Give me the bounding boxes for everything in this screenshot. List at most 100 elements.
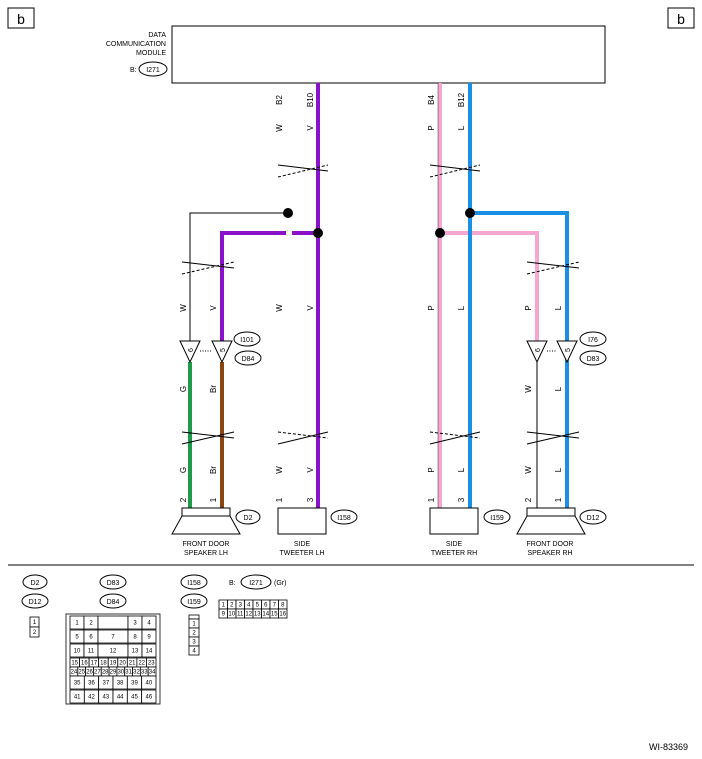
legend-46pin-pin: 31 xyxy=(125,670,132,676)
legend-46pin-pin: 1 xyxy=(75,621,79,627)
connector-i101-oval xyxy=(233,331,261,347)
legend-i271-r1-pin: 5 xyxy=(256,603,260,609)
wire-label-v-tw-2: V xyxy=(306,467,315,473)
connector-d2-oval xyxy=(235,509,261,525)
legend-4pin-cell xyxy=(188,645,200,656)
legend-46pin-pin: 15 xyxy=(71,661,78,667)
legend-46pin-pin: 36 xyxy=(88,681,95,687)
legend-i158-oval xyxy=(180,574,208,590)
wire-label-w-rh-2: W xyxy=(524,466,533,474)
module-prefix: B: xyxy=(130,67,137,74)
legend-46pin-pin: 16 xyxy=(81,661,88,667)
legend-46pin-pin: 34 xyxy=(149,670,156,676)
pin-b12-label: B12 xyxy=(457,92,466,107)
legend-46pin-pin: 9 xyxy=(147,635,151,641)
svg-text:6: 6 xyxy=(535,348,542,352)
front-rh-label-2: SPEAKER RH xyxy=(527,550,572,557)
legend-46pin-pin: 22 xyxy=(138,661,145,667)
legend-2pin-connector: 12 xyxy=(29,616,40,638)
pin-tweeter-lh-3: 3 xyxy=(306,497,315,502)
legend-46pin-pin: 45 xyxy=(131,695,138,701)
side-tweeter-rh xyxy=(429,507,479,535)
legend-d2: D2 xyxy=(31,580,40,587)
tweeter-lh-label-2: TWEETER LH xyxy=(279,550,324,557)
connector-d84-label: D84 xyxy=(242,356,255,363)
connector-i158-label: I158 xyxy=(337,515,351,522)
legend-46pin-pin: 23 xyxy=(148,661,155,667)
legend-2pin-pin: 2 xyxy=(33,630,37,636)
data-communication-module-box xyxy=(171,25,606,84)
wire-label-p-top-rh: P xyxy=(427,125,436,130)
wire-label-p-mid-tw: P xyxy=(427,305,436,310)
legend-46pin-cell xyxy=(141,615,157,630)
legend-46pin-cell xyxy=(97,615,129,630)
pin-b4-label: B4 xyxy=(427,95,436,105)
legend-46pin-cell xyxy=(141,629,157,644)
wire-blue-branch xyxy=(470,211,569,508)
pin-speaker-rh-1: 1 xyxy=(554,497,563,502)
tweeter-lh-label-1: SIDE xyxy=(294,541,311,548)
twist-markers xyxy=(181,164,580,445)
module-connector-oval xyxy=(138,61,168,77)
legend-46pin-pin: 19 xyxy=(110,661,117,667)
legend-4pin-pin: 3 xyxy=(192,640,196,646)
legend-46pin-pin: 11 xyxy=(88,649,95,655)
legend-i271: I271 xyxy=(249,580,263,587)
wire-label-w-mid-lh: W xyxy=(179,304,188,312)
legend-46pin-pin: 7 xyxy=(111,635,115,641)
legend-46pin-pin: 32 xyxy=(133,670,140,676)
front-rh-label-1: FRONT DOOR xyxy=(527,541,574,548)
legend-i271-r1-pin: 8 xyxy=(281,603,285,609)
svg-text:5: 5 xyxy=(220,348,227,352)
legend-46pin-pin: 24 xyxy=(71,670,78,676)
wire-label-v-top-lh: V xyxy=(306,125,315,131)
page-marker-right-box xyxy=(667,7,695,29)
legend-gr: (Gr) xyxy=(274,580,286,587)
connector-d83-label: D83 xyxy=(587,356,600,363)
legend-i271-oval xyxy=(240,574,272,590)
wire-label-l-rh-1: L xyxy=(554,386,563,391)
legend-46pin-cell xyxy=(141,643,157,658)
legend-46pin-pin: 29 xyxy=(110,670,117,676)
legend-2pin-pin: 1 xyxy=(33,620,37,626)
wire-label-p-mid-rh: P xyxy=(524,305,533,310)
legend-46pin-pin: 27 xyxy=(94,670,101,676)
legend-i159: I159 xyxy=(187,599,201,606)
wire-label-w-top-lh: W xyxy=(275,124,284,132)
legend-46pin-pin: 4 xyxy=(147,621,151,627)
junction-lh-w xyxy=(283,208,293,218)
legend-i159-oval xyxy=(180,593,208,609)
page-marker-left: b xyxy=(17,11,25,27)
pin-b10-label: B10 xyxy=(306,92,315,107)
legend-d12: D12 xyxy=(29,599,42,606)
legend-46pin-pin: 26 xyxy=(86,670,93,676)
legend-d2-oval xyxy=(22,574,48,590)
legend-i271-r1-pin: 7 xyxy=(273,603,277,609)
legend-46pin-pin: 40 xyxy=(145,681,152,687)
legend-46pin-pin: 25 xyxy=(78,670,85,676)
legend-46pin-pin: 12 xyxy=(110,649,117,655)
front-door-speaker-rh xyxy=(516,507,586,535)
legend-46pin-pin: 38 xyxy=(117,681,124,687)
connector-d12-oval xyxy=(579,509,607,525)
legend-4pin-tab-cell xyxy=(188,614,200,620)
junction-rh-l xyxy=(465,208,475,218)
wire-label-g-2: G xyxy=(179,467,188,473)
page-marker-right: b xyxy=(677,11,685,27)
legend-46pin-cell xyxy=(141,689,157,704)
wire-label-l-tw-2: L xyxy=(457,467,466,472)
wire-label-w-mid-tw: W xyxy=(275,304,284,312)
connector-i159-label: I159 xyxy=(490,515,504,522)
module-title-2: COMMUNICATION xyxy=(106,41,166,48)
connector-d84-oval xyxy=(234,350,262,366)
legend-46pin-pin: 39 xyxy=(131,681,138,687)
pin-tweeter-lh-1: 1 xyxy=(275,497,284,502)
legend-d84: D84 xyxy=(107,599,120,606)
legend-i271-r2-pin: 12 xyxy=(245,612,252,618)
connector-i159-oval xyxy=(483,509,511,525)
legend-i158: I158 xyxy=(187,580,201,587)
legend-4pin-pin: 1 xyxy=(192,622,196,628)
